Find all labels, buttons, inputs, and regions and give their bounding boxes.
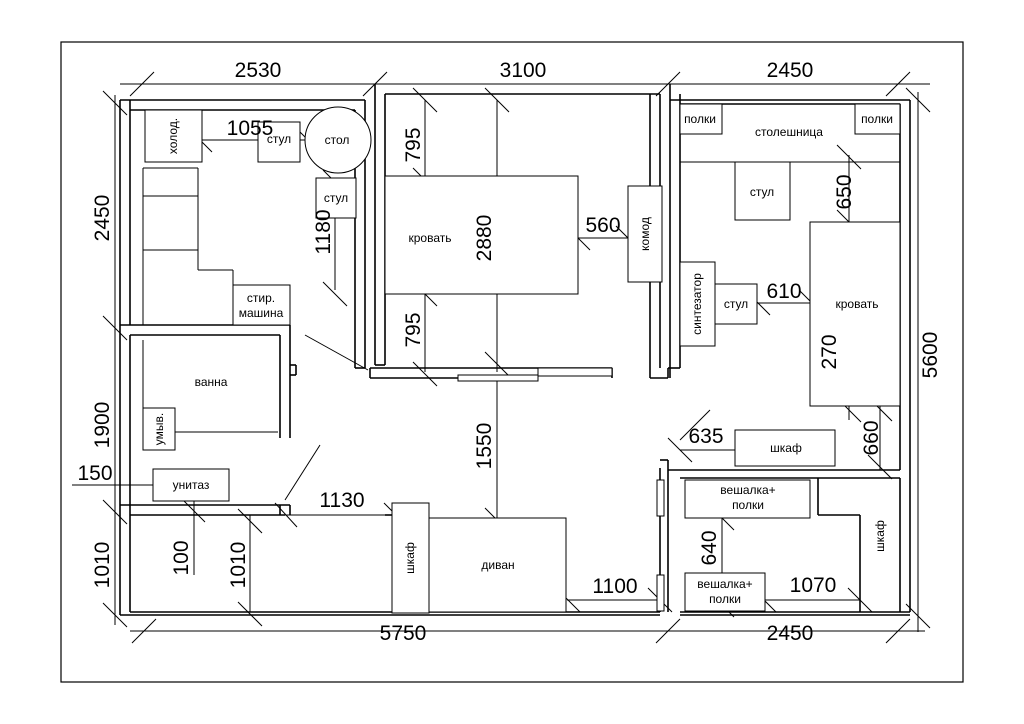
wardrobe-left (391, 502, 430, 614)
table (304, 106, 372, 174)
label-washer-2: машина (239, 306, 284, 320)
dim-bottom-left: 5750 (380, 622, 427, 645)
label-washer-1: стир. (247, 291, 275, 305)
label-hanger-2a: вешалка+ (697, 577, 752, 591)
shelf-left (679, 103, 723, 135)
dim-1550: 1550 (473, 423, 496, 470)
dim-1180: 1180 (312, 209, 335, 254)
dim-bottom-right: 2450 (767, 622, 814, 645)
walls (119, 84, 911, 616)
bed-right (809, 221, 901, 407)
chair-right-1 (734, 161, 791, 221)
bathroom-fixtures (142, 340, 278, 502)
label-fridge: холод. (166, 118, 180, 154)
label-chair-right-2: стул (724, 297, 748, 311)
bed-center (384, 175, 579, 295)
closet-furniture (684, 479, 811, 612)
dimension-lines (72, 71, 931, 644)
dim-inner-1010: 1010 (227, 542, 250, 589)
washing-machine (232, 284, 291, 326)
label-dresser: комод (638, 217, 652, 251)
bedroom-center-furniture (384, 175, 663, 295)
label-hanger-2b: полки (709, 592, 741, 606)
chair-right-2 (714, 283, 758, 325)
dim-left-upper: 2450 (91, 195, 114, 242)
fridge (144, 109, 203, 163)
label-bath: ванна (195, 375, 228, 389)
dim-1055: 1055 (227, 117, 274, 140)
label-shelf-right: полки (861, 112, 893, 126)
label-wardrobe-corner: шкаф (873, 520, 887, 552)
label-toilet: унитаз (173, 478, 210, 492)
dim-1070: 1070 (790, 574, 837, 597)
dim-635: 635 (688, 425, 723, 448)
sink (142, 407, 176, 451)
sofa (428, 517, 567, 613)
dimension-labels: 2530 3100 2450 5750 2450 2450 1900 150 1… (77, 59, 942, 645)
wardrobe-right (734, 429, 836, 467)
dim-660: 660 (860, 420, 883, 455)
label-synth: синтезатор (690, 273, 704, 335)
dim-640: 640 (698, 530, 721, 565)
chair-kitchen-2 (315, 177, 357, 219)
label-chair-kitchen-2: стул (324, 191, 348, 205)
label-hanger-1b: полки (732, 498, 764, 512)
dim-560: 560 (585, 214, 620, 237)
dim-top-right: 2450 (767, 59, 814, 82)
dim-1100: 1100 (592, 575, 637, 598)
hall-furniture (391, 502, 567, 614)
dim-top-mid: 3100 (500, 59, 547, 82)
dim-1130: 1130 (319, 489, 364, 512)
label-chair-right-1: стул (750, 185, 774, 199)
furniture-labels: холод. стул стол стул стир. машина ванна… (152, 112, 893, 606)
chair-kitchen-1 (257, 121, 301, 163)
label-sofa: диван (481, 558, 514, 572)
label-sink: умыв. (152, 413, 166, 445)
label-countertop: столешница (755, 125, 823, 139)
label-bed-center: кровать (409, 231, 452, 245)
kitchen-furniture (142, 106, 372, 326)
label-wardrobe-right: шкаф (770, 441, 802, 455)
dim-right: 5600 (919, 332, 942, 379)
dim-left-mid: 1900 (91, 402, 114, 449)
bedroom-right-furniture (679, 103, 901, 467)
synthesizer (679, 261, 716, 347)
hanger-shelf-2 (684, 572, 766, 612)
label-bed-right: кровать (836, 297, 879, 311)
dim-2880: 2880 (473, 215, 496, 262)
toilet (152, 468, 230, 502)
shelf-right (854, 103, 901, 135)
label-wardrobe-left: шкаф (403, 542, 417, 574)
dim-top-left: 2530 (235, 59, 282, 82)
dim-650: 650 (833, 174, 856, 209)
label-shelf-left: полки (684, 112, 716, 126)
label-hanger-1a: вешалка+ (720, 483, 775, 497)
label-table: стол (325, 133, 350, 147)
label-chair-kitchen-1: стул (267, 132, 291, 146)
dim-610: 610 (766, 280, 801, 303)
dim-795b: 795 (402, 312, 425, 347)
page-frame (60, 41, 964, 683)
dim-left-lower: 1010 (91, 542, 114, 589)
hanger-shelf-1 (684, 479, 811, 519)
openings (457, 367, 665, 612)
dim-795a: 795 (402, 127, 425, 162)
dresser (627, 185, 663, 283)
dim-270: 270 (818, 334, 841, 369)
dim-left-150: 150 (77, 462, 112, 485)
dim-inner-100: 100 (170, 540, 193, 575)
